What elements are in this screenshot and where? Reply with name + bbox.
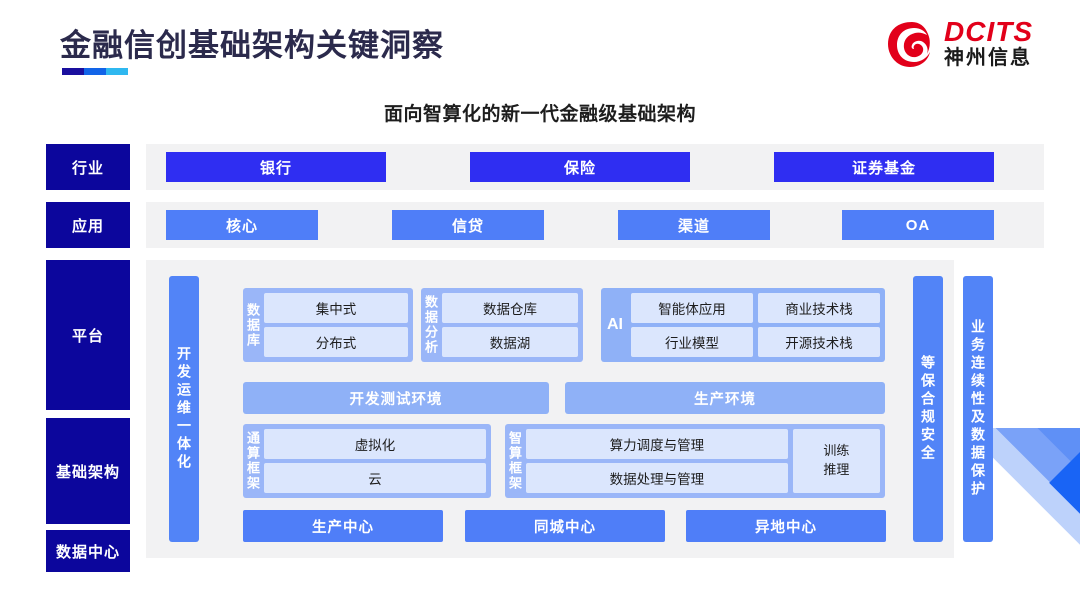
tile-centralized-label: 集中式 (315, 302, 357, 317)
row-label-infrastructure: 基础架构 (46, 418, 130, 524)
tile-industry-model-label: 行业模型 (665, 336, 719, 351)
tile-data-lake[interactable]: 数据湖 (442, 327, 578, 357)
tile-data-processing-label: 数据处理与管理 (609, 472, 705, 487)
tile-cloud-label: 云 (368, 472, 382, 487)
continuity-data-protection-label: 业务连续性及数据保护 (970, 319, 986, 499)
group-ai-compute-framework-label-text: 智算框架 (507, 431, 522, 491)
devops-vertical-bar-label: 开发运维一体化 (176, 346, 192, 472)
tile-industry-model[interactable]: 行业模型 (631, 327, 753, 357)
tile-distributed[interactable]: 分布式 (264, 327, 408, 357)
application-chip-core-label: 核心 (225, 217, 258, 235)
tile-data-warehouse[interactable]: 数据仓库 (442, 293, 578, 323)
title-underline-rule (62, 68, 128, 75)
tile-agent-application[interactable]: 智能体应用 (631, 293, 753, 323)
group-ai-label-text: AI (607, 316, 623, 333)
page-header: 金融信创基础架构关键洞察 DCITS 神州信息 (0, 0, 1080, 92)
rule-segment-3 (106, 68, 128, 75)
bar-remote-center[interactable]: 异地中心 (686, 510, 886, 542)
group-general-compute-framework: 通算框架 虚拟化 云 (243, 424, 491, 498)
group-ai-compute-framework: 智算框架 算力调度与管理 数据处理与管理 训练 推理 (505, 424, 885, 498)
tile-inference-label: 推理 (823, 462, 850, 477)
bar-production-center-label: 生产中心 (312, 519, 374, 536)
row-label-datacenter-text: 数据中心 (55, 543, 120, 561)
application-chip-oa-label: OA (905, 216, 931, 234)
application-chip-channel[interactable]: 渠道 (618, 210, 770, 240)
tile-virtualization-label: 虚拟化 (354, 438, 396, 453)
compliance-security-label: 等保合规安全 (920, 355, 936, 463)
dcits-swirl-icon (888, 22, 930, 67)
page-title: 金融信创基础架构关键洞察 (60, 28, 444, 63)
tile-compute-scheduling-label: 算力调度与管理 (609, 438, 705, 453)
rule-segment-2 (84, 68, 106, 75)
tile-virtualization[interactable]: 虚拟化 (264, 429, 486, 459)
tile-opensource-tech-stack-label: 开源技术栈 (785, 336, 853, 351)
group-database: 数据库 集中式 分布式 (243, 288, 413, 362)
compliance-security-vertical-bar: 等保合规安全 (913, 276, 943, 542)
logo-text-en: DCITS (944, 16, 1033, 47)
group-database-label-text: 数据库 (245, 302, 260, 348)
group-ai-label: AI (601, 288, 629, 362)
continuity-data-protection-vertical-bar: 业务连续性及数据保护 (963, 276, 993, 542)
industry-chip-bank[interactable]: 银行 (166, 152, 386, 182)
subtitle: 面向智算化的新一代金融级基础架构 (383, 104, 696, 125)
bar-same-city-center-label: 同城中心 (534, 519, 596, 536)
tile-distributed-label: 分布式 (315, 336, 357, 351)
group-ai: AI 智能体应用 行业模型 商业技术栈 开源技术栈 (601, 288, 885, 362)
tile-training-label: 训练 (823, 443, 850, 459)
row-label-infrastructure-text: 基础架构 (55, 463, 120, 481)
group-general-compute-framework-label-text: 通算框架 (245, 431, 260, 491)
tile-data-processing[interactable]: 数据处理与管理 (526, 463, 788, 493)
application-chip-channel-label: 渠道 (677, 217, 710, 235)
group-data-analytics-label-text: 数据分析 (423, 295, 438, 355)
tile-compute-scheduling[interactable]: 算力调度与管理 (526, 429, 788, 459)
rule-segment-1 (62, 68, 84, 75)
devops-vertical-bar: 开发运维一体化 (169, 276, 199, 542)
tile-opensource-tech-stack[interactable]: 开源技术栈 (758, 327, 880, 357)
industry-chip-securities-fund-label: 证券基金 (851, 159, 916, 177)
tile-data-lake-label: 数据湖 (489, 336, 531, 351)
bar-production-environment[interactable]: 生产环境 (565, 382, 885, 414)
dcits-logo: DCITS 神州信息 (886, 16, 1046, 78)
architecture-diagram: 行业 应用 平台 基础架构 数据中心 银行 保险 证券基金 核心 信贷 渠道 O… (0, 138, 1080, 572)
tile-training-inference[interactable]: 训练 推理 (792, 429, 880, 493)
bar-remote-center-label: 异地中心 (755, 519, 817, 536)
bar-production-center[interactable]: 生产中心 (243, 510, 443, 542)
tile-cloud[interactable]: 云 (264, 463, 486, 493)
industry-chip-insurance[interactable]: 保险 (470, 152, 690, 182)
row-label-datacenter: 数据中心 (46, 530, 130, 572)
industry-chip-securities-fund[interactable]: 证券基金 (774, 152, 994, 182)
row-label-platform-text: 平台 (71, 327, 104, 345)
row-label-application: 应用 (46, 202, 130, 248)
industry-chip-insurance-label: 保险 (563, 159, 596, 177)
group-data-analytics: 数据分析 数据仓库 数据湖 (421, 288, 583, 362)
row-label-platform: 平台 (46, 260, 130, 410)
logo-text-cn: 神州信息 (944, 47, 1032, 69)
bar-dev-test-environment-label: 开发测试环境 (349, 391, 443, 408)
group-general-compute-framework-label: 通算框架 (243, 424, 262, 498)
industry-chip-bank-label: 银行 (259, 159, 292, 177)
row-label-application-text: 应用 (71, 217, 104, 235)
application-chip-oa[interactable]: OA (842, 210, 994, 240)
group-database-label: 数据库 (243, 288, 262, 362)
application-chip-credit-label: 信贷 (451, 217, 484, 235)
tile-commercial-tech-stack[interactable]: 商业技术栈 (758, 293, 880, 323)
group-ai-compute-framework-label: 智算框架 (505, 424, 524, 498)
row-label-industry: 行业 (46, 144, 130, 190)
row-label-industry-text: 行业 (71, 159, 104, 177)
bar-production-environment-label: 生产环境 (694, 391, 756, 408)
bar-dev-test-environment[interactable]: 开发测试环境 (243, 382, 549, 414)
application-chip-credit[interactable]: 信贷 (392, 210, 544, 240)
tile-centralized[interactable]: 集中式 (264, 293, 408, 323)
tile-commercial-tech-stack-label: 商业技术栈 (785, 302, 853, 317)
application-chip-core[interactable]: 核心 (166, 210, 318, 240)
tile-data-warehouse-label: 数据仓库 (483, 302, 537, 317)
tile-agent-application-label: 智能体应用 (658, 302, 726, 317)
bar-same-city-center[interactable]: 同城中心 (465, 510, 665, 542)
group-data-analytics-label: 数据分析 (421, 288, 440, 362)
